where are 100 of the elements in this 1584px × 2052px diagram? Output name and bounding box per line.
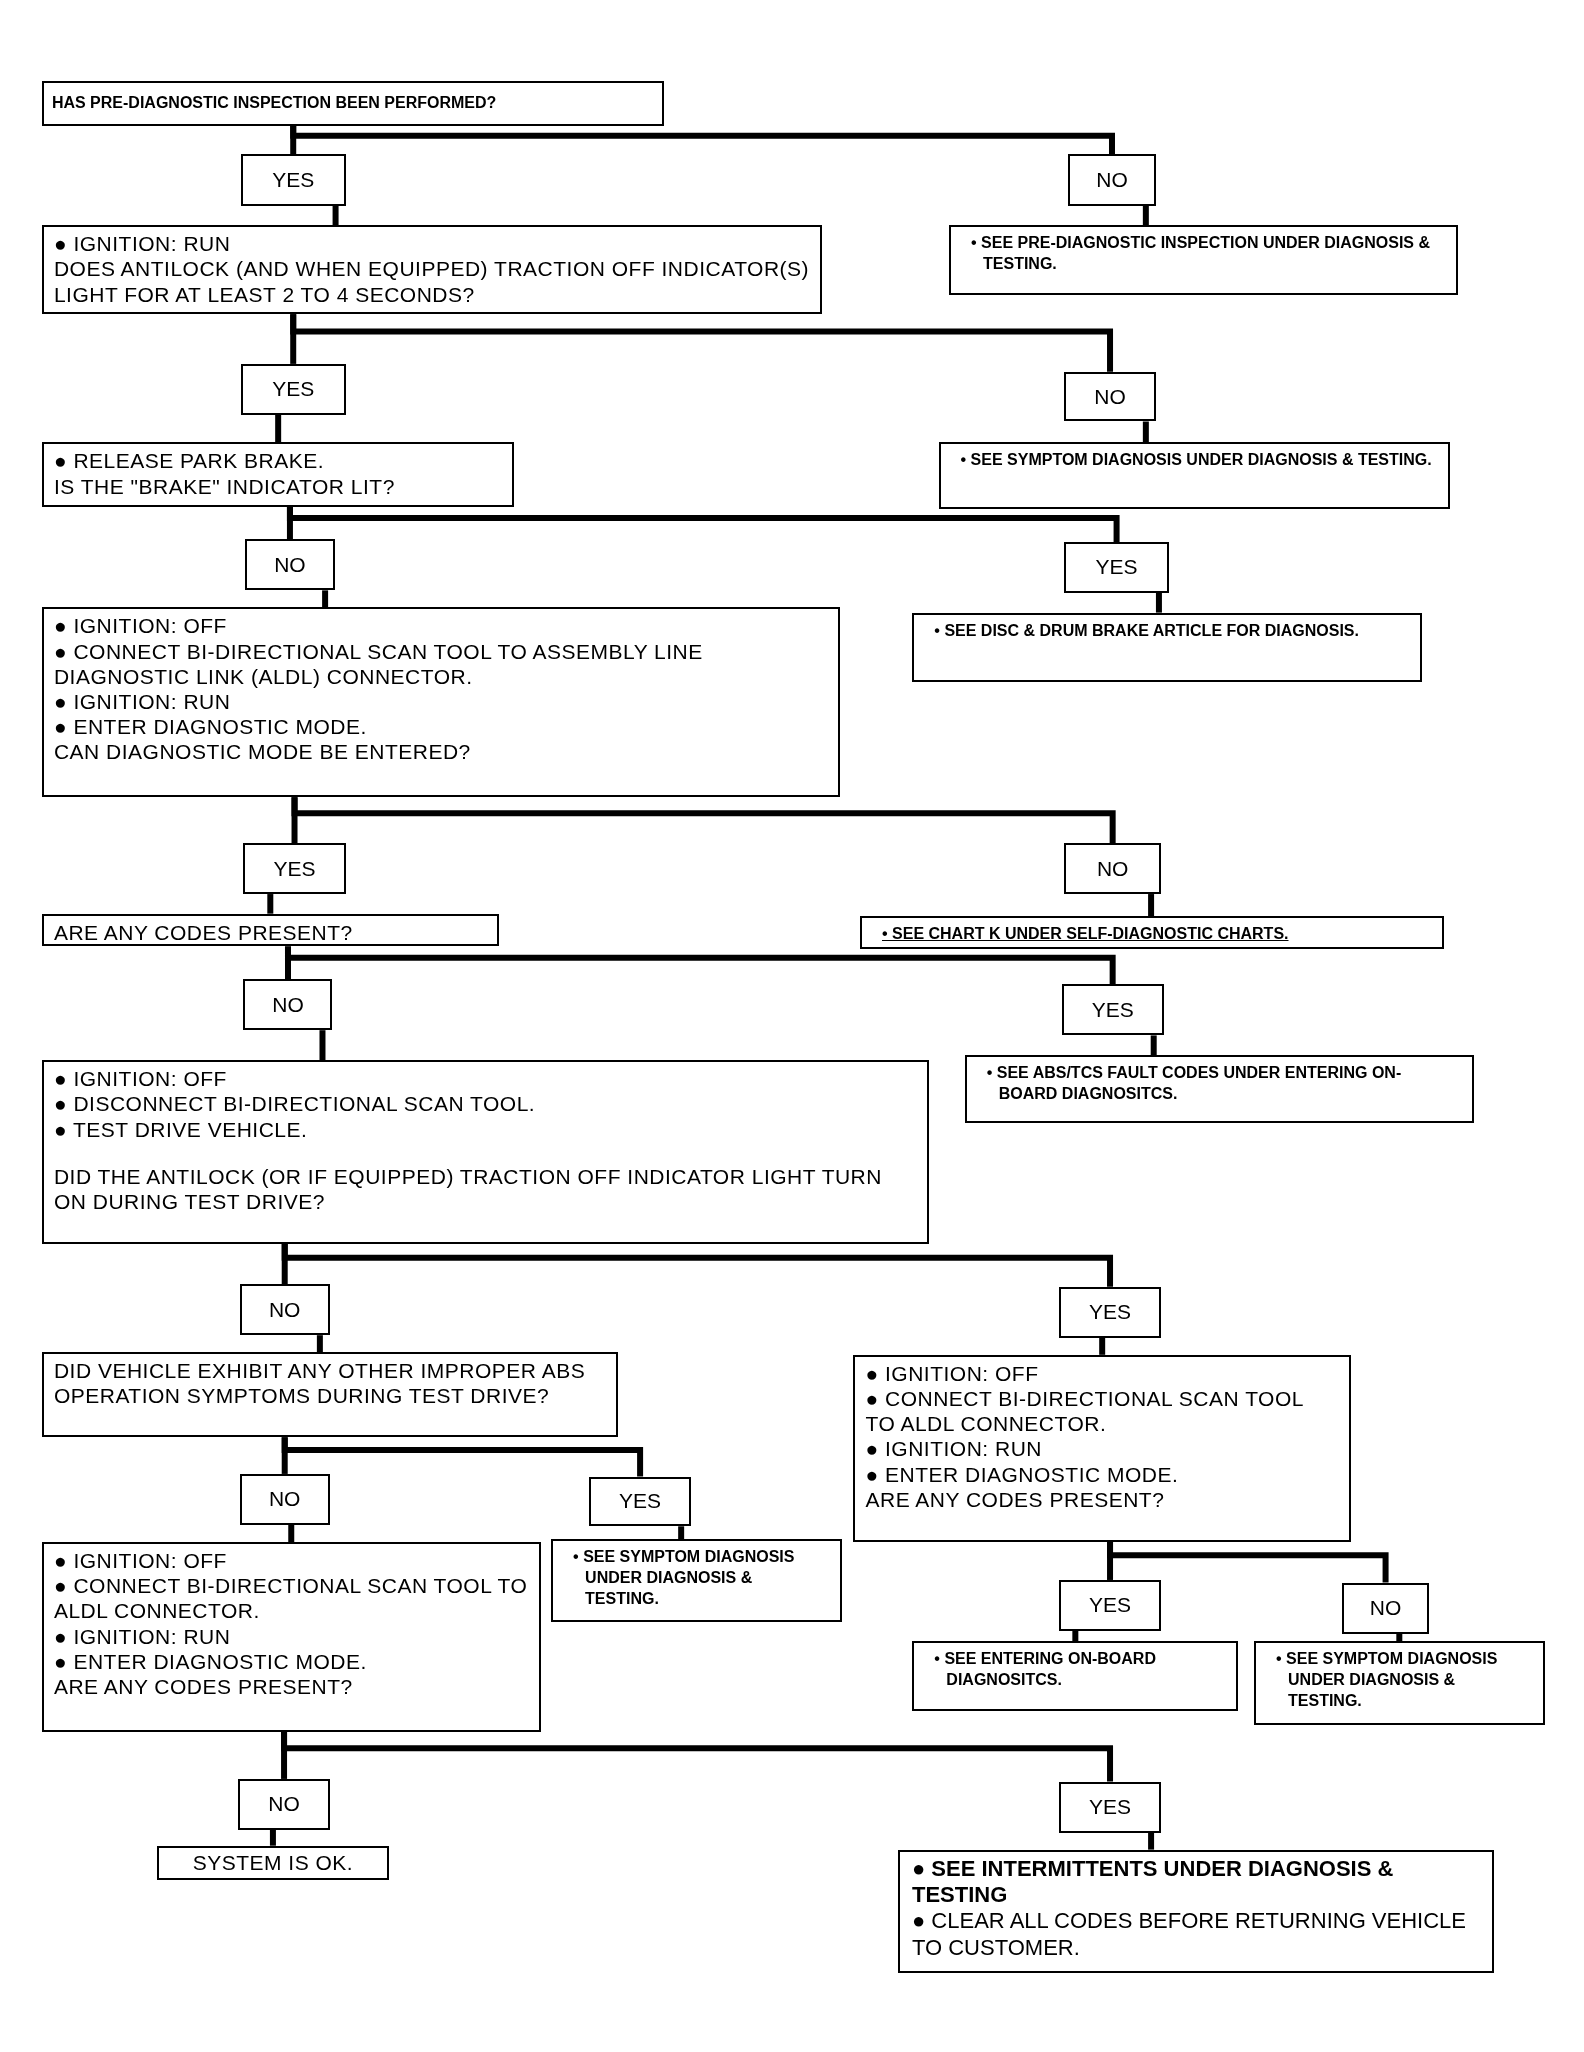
connector-line: [1107, 1542, 1389, 1583]
step-text: • SEE DISC & DRUM BRAKE ARTICLE FOR DIAGNOSIS.: [933, 620, 1360, 641]
answer-label: NO: [1369, 1596, 1402, 1621]
answer-label: YES: [1091, 997, 1134, 1022]
connector-line: [267, 894, 274, 914]
reference-box: [938, 442, 1451, 510]
answer-label: NO: [274, 552, 306, 577]
connector-line: [288, 1525, 295, 1542]
step-text: • SEE ABS/TCS FAULT CODES UNDER ENTERING ON-BOARD DIAGNOSITCS.: [985, 1063, 1403, 1104]
step-text: SYSTEM IS OK.: [192, 1850, 354, 1876]
connector-line: [319, 1030, 326, 1061]
connector-line: [291, 797, 1116, 843]
reference-box: [949, 225, 1459, 295]
step-text: • SEE SYMPTOM DIAGNOSIS UNDER DIAGNOSIS & TESTING.: [959, 450, 1433, 471]
answer-box: [1068, 154, 1156, 206]
connector-line: [1148, 1832, 1155, 1850]
answer-label: YES: [273, 856, 316, 881]
step-text: ● CONNECT BI-DIRECTIONAL SCAN TOOL TO ALDL CONNECTOR.: [865, 1386, 1305, 1437]
connector-line: [1072, 1631, 1079, 1642]
answer-box: [589, 1476, 692, 1527]
step-text: ● ENTER DIAGNOSTIC MODE.: [53, 1648, 368, 1674]
connector-line: [1142, 421, 1149, 443]
reference-box: [551, 1539, 842, 1622]
step-text: • SEE PRE-DIAGNOSTIC INSPECTION UNDER DIAGNOSIS & TESTING.: [970, 233, 1431, 274]
step-text: ● TEST DRIVE VEHICLE.: [53, 1116, 309, 1142]
step-text: • SEE SYMPTOM DIAGNOSIS UNDER DIAGNOSIS & TESTING.: [1275, 1649, 1499, 1712]
answer-label: NO: [268, 1297, 301, 1322]
step-text: ARE ANY CODES PRESENT?: [865, 1486, 1166, 1512]
answer-box: [1064, 541, 1169, 593]
step-box: [41, 442, 515, 507]
step-text: ● SEE INTERMITTENTS UNDER DIAGNOSIS & TESTING: [911, 1855, 1395, 1909]
step-text: ● ENTER DIAGNOSTIC MODE.: [53, 714, 368, 740]
step-text: ● CLEAR ALL CODES BEFORE RETURNING VEHICLE TO CUSTOMER.: [911, 1908, 1468, 1962]
connector-line: [285, 946, 1116, 985]
answer-box: [240, 363, 346, 415]
connector-line: [332, 205, 339, 226]
step-text: • SEE SYMPTOM DIAGNOSIS UNDER DIAGNOSIS & TESTING.: [572, 1547, 796, 1609]
connector-line: [275, 414, 282, 443]
connector-line: [1148, 894, 1155, 917]
reference-box: [912, 1641, 1239, 1711]
step-box: [853, 1354, 1351, 1542]
step-text: • SEE CHART K UNDER SELF-DIAGNOSTIC CHARTS.: [881, 924, 1290, 945]
answer-label: NO: [272, 992, 304, 1017]
reference-box: [964, 1055, 1474, 1124]
step-text: ● IGNITION: RUN: [53, 1623, 232, 1649]
step-text: ● IGNITION: OFF: [53, 1548, 228, 1574]
connector-line: [316, 1335, 323, 1353]
answer-label: YES: [272, 167, 315, 192]
step-text: ● CONNECT BI-DIRECTIONAL SCAN TOOL TO ALDL CONNECTOR.: [53, 1573, 529, 1624]
connector-line: [290, 125, 1115, 155]
step-box: [41, 607, 841, 798]
answer-box: [240, 154, 346, 206]
connector-line: [322, 590, 329, 608]
answer-box: [239, 1284, 330, 1336]
step-text: ● IGNITION: RUN: [53, 231, 232, 257]
answer-box: [243, 979, 333, 1031]
answer-label: NO: [268, 1487, 301, 1512]
step-text: ARE ANY CODES PRESENT?: [53, 919, 354, 945]
step-text: IS THE "BRAKE" INDICATOR LIT?: [53, 473, 396, 499]
answer-label: NO: [1094, 384, 1126, 409]
step-text: • SEE ENTERING ON-BOARD DIAGNOSITCS.: [933, 1649, 1157, 1691]
answer-label: YES: [1095, 555, 1138, 580]
answer-box: [244, 539, 336, 591]
connector-line: [281, 1731, 1114, 1782]
answer-label: NO: [268, 1792, 300, 1817]
answer-label: YES: [1089, 1795, 1132, 1820]
answer-box: [1341, 1582, 1430, 1634]
step-text: DOES ANTILOCK (AND WHEN EQUIPPED) TRACTION OFF INDICATOR(S) LIGHT FOR AT LEAST 2 TO 4 SECONDS?: [53, 256, 811, 307]
connector-line: [1142, 205, 1149, 226]
connector-line: [290, 314, 1114, 372]
step-text: DID THE ANTILOCK (OR IF EQUIPPED) TRACTION OFF INDICATOR LIGHT TURN ON DURING TEST DRIVE?: [53, 1163, 883, 1215]
answer-label: YES: [1089, 1593, 1132, 1618]
step-text: ● IGNITION: OFF: [53, 1066, 228, 1092]
step-text: DID VEHICLE EXHIBIT ANY OTHER IMPROPER ABS OPERATION SYMPTOMS DURING TEST DRIVE?: [53, 1358, 587, 1409]
step-text: ● IGNITION: OFF: [53, 613, 228, 639]
answer-label: YES: [272, 377, 315, 402]
connector-line: [1099, 1337, 1106, 1355]
answer-box: [1058, 1286, 1162, 1338]
answer-label: YES: [619, 1489, 662, 1514]
connector-line: [286, 506, 1120, 542]
answer-box: [1064, 843, 1162, 895]
step-text: ● IGNITION: RUN: [865, 1436, 1043, 1462]
step-text: ARE ANY CODES PRESENT?: [53, 1673, 354, 1700]
reference-box: [1254, 1641, 1545, 1726]
connector-line: [281, 1243, 1114, 1287]
reference-box: [860, 916, 1444, 949]
step-text: HAS PRE-DIAGNOSTIC INSPECTION BEEN PERFORMED?: [51, 94, 497, 113]
reference-box: [912, 612, 1422, 682]
answer-box: [243, 843, 346, 895]
step-text: ● IGNITION: RUN: [53, 688, 232, 715]
answer-box: [1061, 984, 1164, 1036]
step-text: ● ENTER DIAGNOSTIC MODE.: [865, 1461, 1180, 1487]
step-box: [41, 1542, 541, 1732]
step-box: [157, 1845, 389, 1880]
answer-box: [1058, 1781, 1162, 1833]
step-box: [41, 1060, 930, 1244]
answer-box: [1064, 371, 1156, 422]
answer-label: NO: [1096, 856, 1129, 881]
answer-box: [1058, 1579, 1162, 1631]
step-text: CAN DIAGNOSTIC MODE BE ENTERED?: [53, 739, 472, 765]
